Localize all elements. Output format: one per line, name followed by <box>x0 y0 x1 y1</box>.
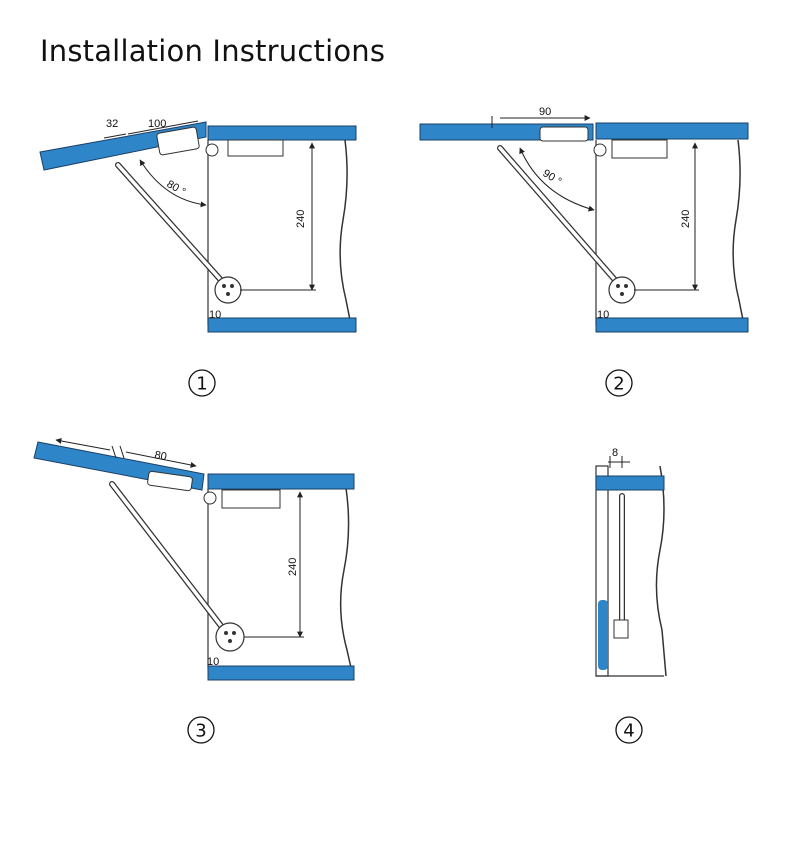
step-4-diagram: 8 <box>595 447 667 677</box>
top-panel <box>207 125 357 141</box>
cabinet-wall <box>655 465 667 677</box>
step-3-length-label: 80 <box>153 449 167 463</box>
cabinet-wall <box>732 139 746 331</box>
bottom-panel <box>595 317 749 333</box>
top-panel <box>595 475 665 491</box>
lid-handle <box>539 126 589 142</box>
svg-text:3: 3 <box>195 721 206 742</box>
step-1-gap-label: 10 <box>209 309 221 321</box>
step-1-offset-label: 32 <box>106 118 118 130</box>
mount-disc <box>608 276 636 304</box>
step-2-length-label: 90 <box>539 106 551 118</box>
mount-disc <box>214 276 242 304</box>
top-panel <box>595 122 749 140</box>
mount-disc <box>215 622 245 652</box>
step-2-height-label: 240 <box>680 210 692 228</box>
lid-handle <box>147 470 193 492</box>
step-number-4: 4 <box>615 716 643 744</box>
svg-text:2: 2 <box>613 374 624 395</box>
step-4-offset-label: 8 <box>612 447 618 459</box>
door-panel-edge <box>598 600 608 670</box>
step-3-gap-label: 10 <box>207 656 219 668</box>
svg-text:4: 4 <box>623 721 634 742</box>
step-number-2: 2 <box>605 369 633 397</box>
step-2-diagram: 240 90 ° 90 10 <box>419 106 749 333</box>
step-2-gap-label: 10 <box>597 309 609 321</box>
page-title: Installation Instructions <box>40 34 386 68</box>
hinge <box>611 139 668 159</box>
step-3-height-label: 240 <box>287 558 299 576</box>
svg-text:1: 1 <box>196 374 207 395</box>
cabinet-wall <box>339 139 353 331</box>
step-number-3: 3 <box>187 716 215 744</box>
top-panel <box>207 473 355 490</box>
bottom-panel <box>207 665 355 681</box>
bottom-panel <box>207 317 357 333</box>
step-3-diagram: 240 80 10 <box>33 438 355 681</box>
cabinet-wall <box>339 487 353 673</box>
step-2-angle-label: 90 ° <box>540 167 563 188</box>
hinge <box>221 489 281 509</box>
lid-handle <box>156 126 200 156</box>
hinge <box>227 139 284 157</box>
step-1-height-label: 240 <box>295 210 307 228</box>
step-1-length-label: 100 <box>148 118 166 130</box>
step-1-diagram: 240 80 ° 32 100 10 <box>39 118 357 333</box>
step-number-1: 1 <box>188 369 216 397</box>
